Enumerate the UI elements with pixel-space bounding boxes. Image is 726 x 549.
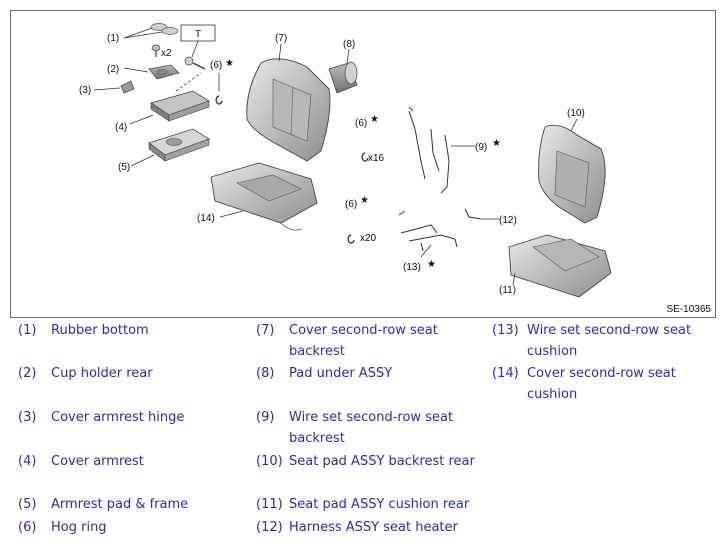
legend-number: (2) [18,366,37,381]
qty-x16: x16 [368,153,385,164]
callout-2: (2) [107,64,119,75]
callout-6c: (6) [345,199,357,210]
qty-x20: x20 [360,233,377,244]
legend-number: (13) [492,323,519,338]
legend-number: (8) [256,366,275,381]
legend-text: Cover armrest hinge [51,410,185,425]
wire-set-cushion-part [398,210,458,258]
legend-text: Rubber bottom [51,323,149,338]
legend-number: (14) [492,366,519,381]
callout-14: (14) [197,213,215,224]
cushion-cover-part [210,162,318,231]
harness-seat-heater-part [464,208,499,220]
cover-armrest-part [129,90,210,125]
hog-ring-part [215,95,223,105]
backrest-cover-part [246,43,331,162]
hog-ring-x16-part [361,152,369,162]
legend-text: Cover second-row seat backrest [289,323,438,359]
cup-holder-rear-part [123,64,180,80]
diagram-svg: (1) x2 T (2) (3) (4) (5) [79,23,612,298]
callout-12: (12) [499,215,517,226]
legend-text: Armrest pad & frame [51,497,189,512]
legend-number: (7) [256,323,275,338]
legend-number: (9) [256,410,275,425]
screw-qty: x2 [161,48,172,59]
callout-5: (5) [118,162,130,173]
screw-part [151,44,161,57]
star-6a: ★ [225,58,234,69]
star-6c: ★ [360,195,369,206]
star-6b: ★ [370,114,379,125]
legend-text: Seat pad ASSY backrest rear [289,454,475,469]
callout-11: (11) [499,285,516,296]
armrest-pad-frame-part [130,128,210,167]
rubber-bottom-part [123,23,179,39]
exploded-parts-diagram: (1) x2 T (2) (3) (4) (5) [10,10,716,318]
callout-9: (9) [475,142,487,153]
legend-number: (6) [18,520,37,535]
callout-1: (1) [107,33,119,44]
callout-6b: (6) [355,118,367,129]
legend-text: Hog ring [51,520,107,535]
tool-box-label: T [195,29,201,40]
callout-10: (10) [567,108,585,119]
legend-number: (4) [18,454,37,469]
legend-text: Pad under ASSY [289,366,393,381]
hog-ring-x20-part [347,234,355,244]
legend-number: (3) [18,410,37,425]
figure-code: SE-10365 [666,304,711,315]
parts-legend: (1) Rubber bottom (2) Cup holder rear (3) Cov… [0,320,726,549]
bolt-part [184,56,206,70]
seat-pad-backrest-rear-part [538,118,606,224]
legend-text: Wire set second-row seat backrest [289,410,454,446]
seat-pad-cushion-rear-part [508,234,612,298]
legend-number: (10) [256,454,283,469]
star-13: ★ [427,259,436,270]
star-9: ★ [492,138,501,149]
legend-number: (1) [18,323,37,338]
legend-text: Harness ASSY seat heater [289,520,458,535]
legend-number: (11) [256,497,283,512]
cover-armrest-hinge-part [93,80,135,94]
wire-set-backrest-part [408,106,475,194]
pad-under-assy-part [328,48,358,94]
legend-number: (5) [18,497,37,512]
legend-text: Cover armrest [51,454,144,469]
callout-8: (8) [343,39,355,50]
callout-4: (4) [115,122,127,133]
callout-3: (3) [79,85,91,96]
legend-text: Seat pad ASSY cushion rear [289,497,470,512]
legend-text: Cup holder rear [51,366,153,381]
callout-6: (6) [210,60,222,71]
legend-text: Cover second-row seat cushion [527,366,676,402]
legend-number: (12) [256,520,283,535]
callout-7: (7) [275,33,287,44]
legend-text: Wire set second-row seat cushion [527,323,692,359]
callout-13: (13) [403,262,421,273]
